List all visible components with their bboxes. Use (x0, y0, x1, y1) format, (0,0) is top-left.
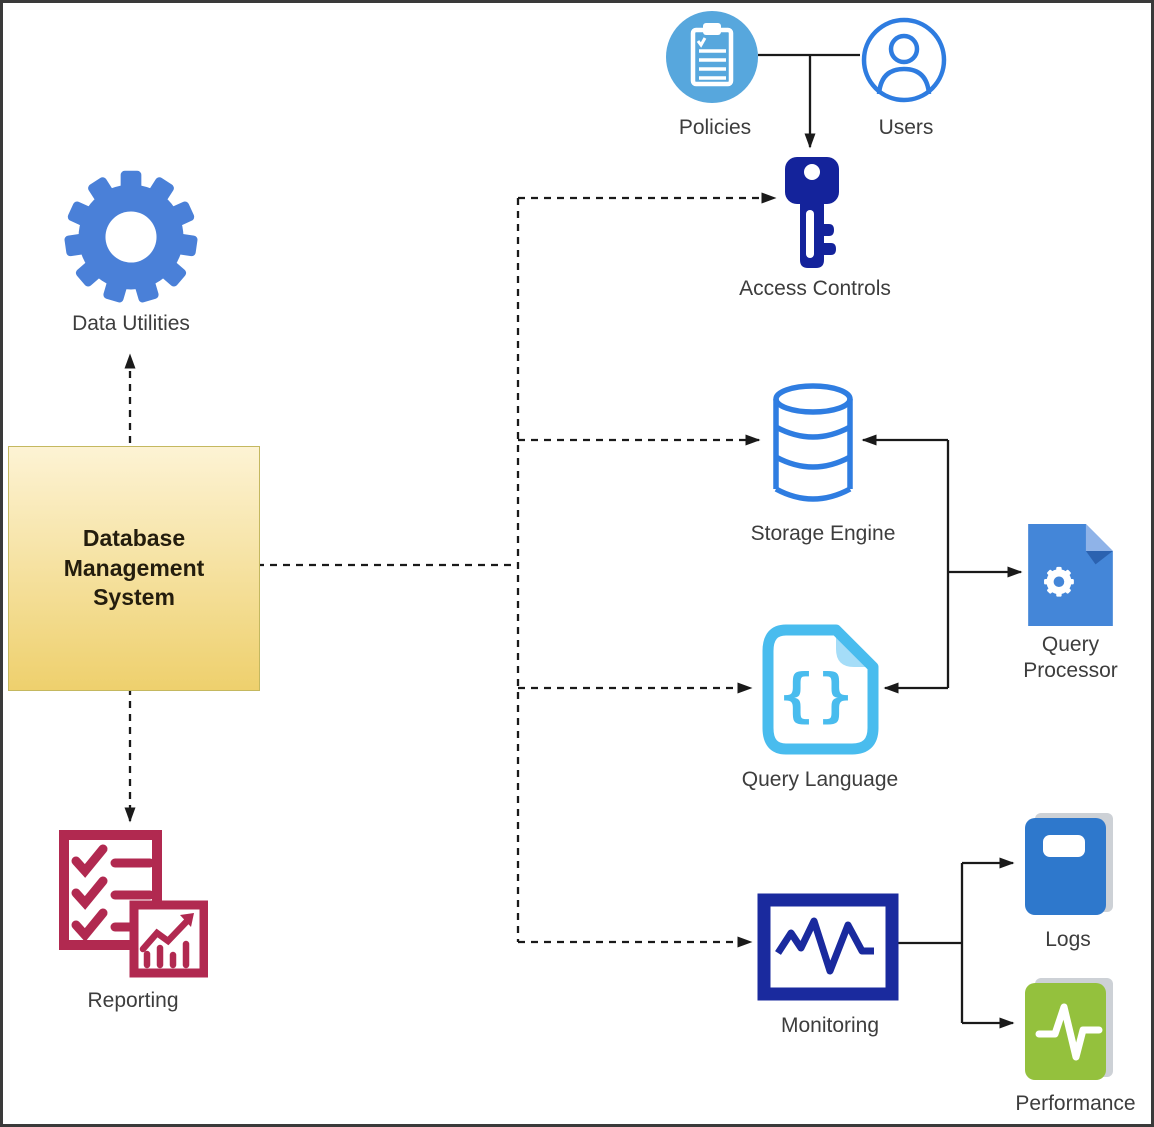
line-chart-monitor-icon (757, 893, 899, 1001)
reporting-label: Reporting (87, 989, 179, 1012)
users-label: Users (878, 116, 934, 139)
policies-label: Policies (678, 116, 752, 139)
connector-layer (124, 53, 1023, 1029)
book-icon (1025, 813, 1113, 915)
gear-icon (64, 170, 198, 303)
braces-glyph: {} (779, 661, 857, 729)
checklist-chart-icon (59, 830, 208, 978)
access-controls-label: Access Controls (739, 277, 891, 300)
monitoring-label: Monitoring (780, 1014, 880, 1037)
database-cylinder-icon (773, 383, 853, 502)
clipboard-icon (666, 11, 758, 103)
gear-document-icon (1028, 524, 1113, 626)
data-utilities-label: Data Utilities (72, 312, 190, 335)
logs-label: Logs (1045, 928, 1091, 951)
performance-label: Performance (1015, 1092, 1136, 1115)
braces-document-icon: {} (762, 624, 879, 755)
person-icon (861, 17, 947, 103)
key-icon (785, 157, 839, 268)
dbms-label: Database Management System (63, 525, 205, 611)
pulse-book-icon (1025, 978, 1113, 1080)
storage-engine-label: Storage Engine (750, 522, 896, 545)
dbms-node: Database Management System (8, 446, 260, 691)
query-processor-label: Query Processor (1023, 633, 1118, 682)
query-language-label: Query Language (741, 768, 899, 791)
